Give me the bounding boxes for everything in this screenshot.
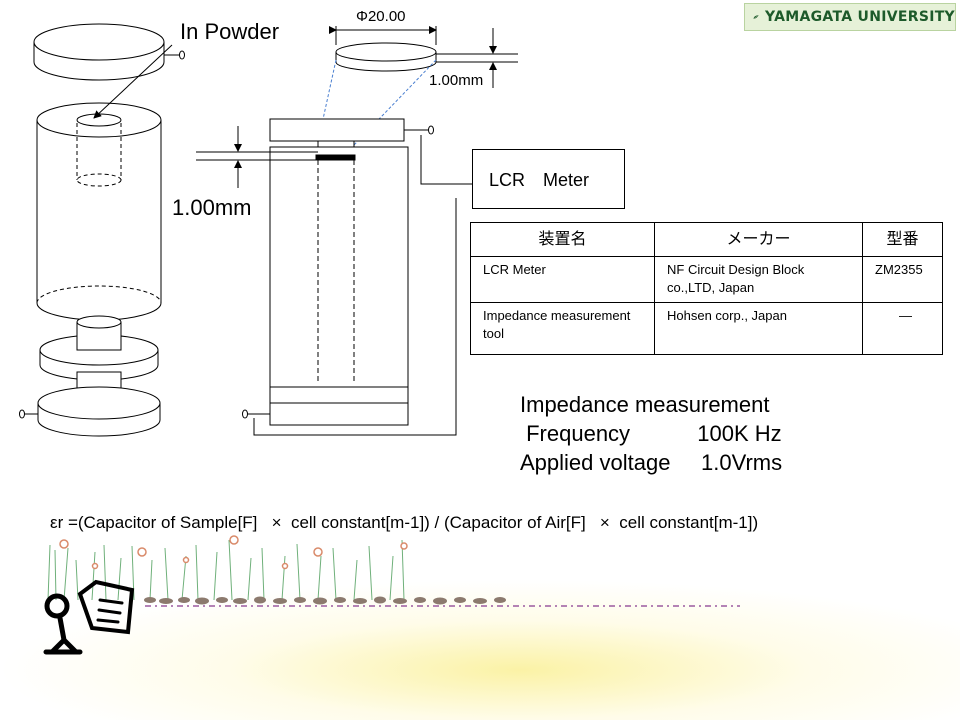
projection-lines <box>317 59 437 146</box>
table-row: Impedance measurement tool Hohsen corp.,… <box>470 302 943 355</box>
label-sample-thickness: 1.00mm <box>172 195 252 220</box>
decorative-stones <box>144 596 506 605</box>
label-diameter: Φ20.00 <box>356 8 406 25</box>
logo-leaf-icon <box>753 15 759 19</box>
lcr-wiring <box>253 135 472 436</box>
table-cell: Hohsen corp., Japan <box>654 302 863 355</box>
table-header-row: 装置名 メーカー 型番 <box>470 222 943 257</box>
label-in-powder: In Powder <box>180 19 280 44</box>
table-row: LCR Meter NF Circuit Design Block co.,LT… <box>470 256 943 303</box>
decorative-glow <box>0 560 960 720</box>
table-cell: LCR Meter <box>470 256 655 303</box>
bottom-plunger <box>19 315 161 437</box>
permittivity-formula: εr =(Capacitor of Sample[F] × cell const… <box>50 513 759 532</box>
cross-section <box>242 118 434 426</box>
measurement-frequency: Frequency 100K Hz <box>520 421 782 446</box>
university-logo: YAMAGATA UNIVERSITY <box>744 3 956 31</box>
table-cell: Impedance measurement tool <box>470 302 655 355</box>
measurement-title: Impedance measurement <box>520 392 770 417</box>
top-lid <box>33 23 185 81</box>
clipboard-person-icon <box>43 579 135 655</box>
decorative-grass <box>47 539 405 601</box>
decorative-flowers <box>59 535 408 570</box>
cylinder-body <box>36 102 162 321</box>
label-disc-thickness: 1.00mm <box>429 72 484 89</box>
powder-arrow <box>93 44 173 119</box>
measurement-conditions: Impedance measurement Frequency 100K Hz A… <box>520 390 782 477</box>
table-cell: ZM2355 <box>862 256 943 303</box>
measurement-voltage: Applied voltage 1.0Vrms <box>520 450 783 475</box>
lcr-meter-box: LCR Meter <box>472 149 625 209</box>
table-header-cell: 型番 <box>862 222 943 257</box>
disc-thickness-dimension <box>436 28 518 88</box>
table-cell: ― <box>862 302 943 355</box>
table-header-cell: メーカー <box>654 222 863 257</box>
sample-disc <box>335 42 437 72</box>
logo-text: YAMAGATA UNIVERSITY <box>765 9 955 25</box>
diameter-dimension <box>329 26 437 45</box>
table-cell: NF Circuit Design Block co.,LTD, Japan <box>654 256 863 303</box>
table-header-cell: 装置名 <box>470 222 655 257</box>
equipment-table: 装置名 メーカー 型番 LCR Meter NF Circuit Design … <box>470 222 943 355</box>
sample-thickness-dimension <box>196 126 318 188</box>
